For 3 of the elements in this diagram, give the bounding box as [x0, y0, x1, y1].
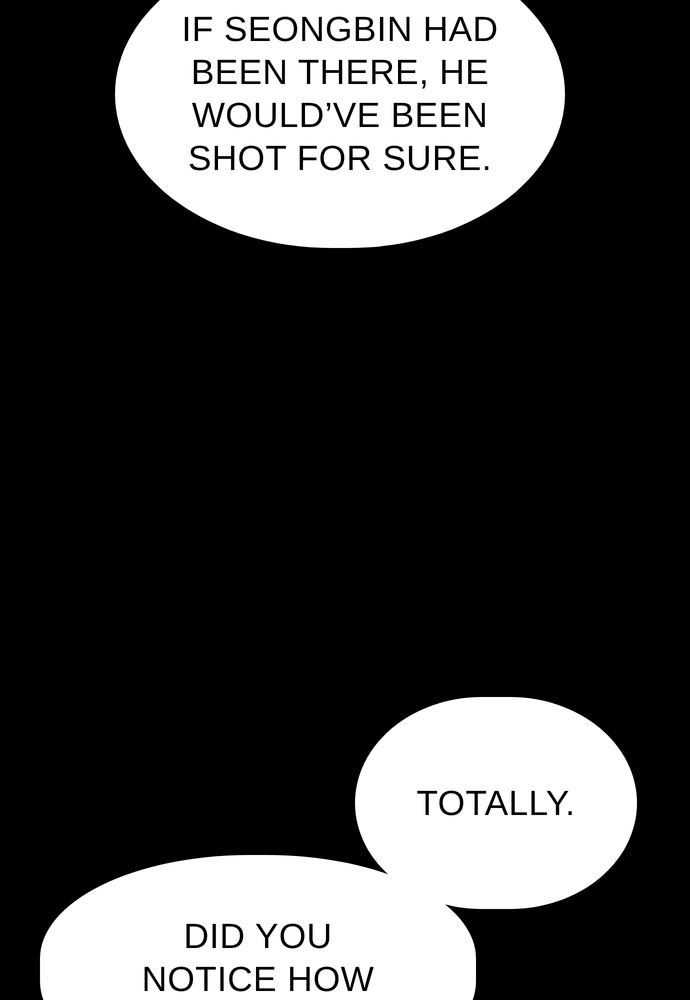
speech-text: IF SEONGBIN HAD BEEN THERE, HE WOULD’VE BEEN SHOT FOR SURE. [180, 9, 500, 180]
speech-text: TOTALLY. [416, 782, 576, 824]
speech-text: DID YOU NOTICE HOW [140, 916, 376, 1000]
